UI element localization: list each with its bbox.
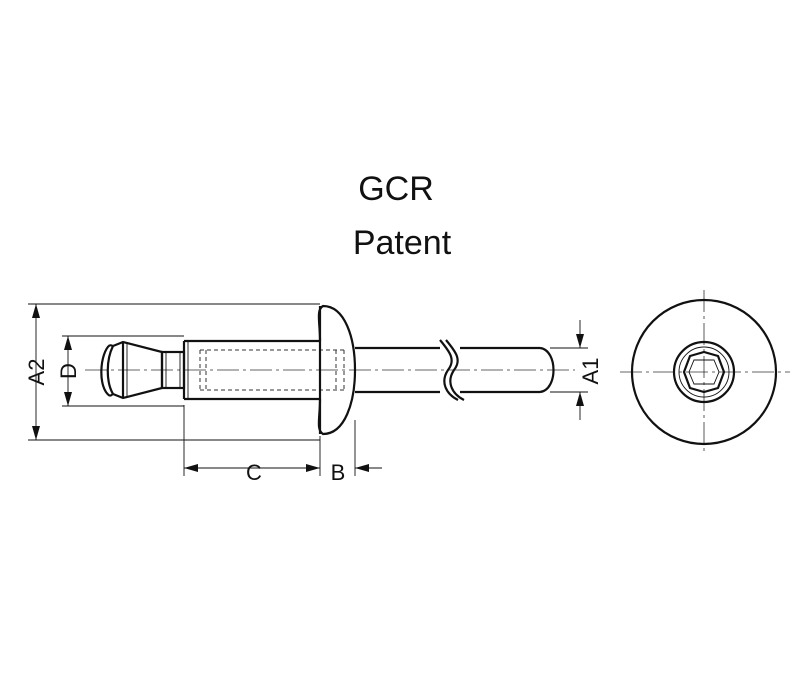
dimension-label-a2: A2 [24, 359, 49, 386]
drawing-subtitle: Patent [352, 224, 452, 262]
drawing-title: GCR [358, 170, 434, 208]
dimension-label-d: D [56, 363, 81, 379]
dimension-d: D [56, 335, 184, 407]
dimension-label-a1: A1 [578, 358, 603, 385]
dimension-label-b: B [331, 460, 346, 485]
head-outer-circle [630, 298, 778, 446]
sleeve-bore-circle [672, 340, 736, 404]
dimension-a1: A1 [550, 320, 603, 420]
tail-bulb-inner [106, 345, 114, 395]
rivet-side-view [85, 304, 575, 436]
tail-bulb-outline [100, 344, 111, 397]
rivet-end-view [620, 290, 790, 455]
break-line-left [439, 339, 459, 401]
rivet-sleeve [182, 339, 320, 401]
mandrel-end [539, 346, 555, 394]
dimension-c-b: C B [183, 405, 382, 485]
dimension-label-c: C [246, 460, 262, 485]
dimension-a2: A2 [24, 303, 320, 441]
break-line-right [445, 339, 465, 401]
mandrel-cross-section [682, 350, 726, 394]
